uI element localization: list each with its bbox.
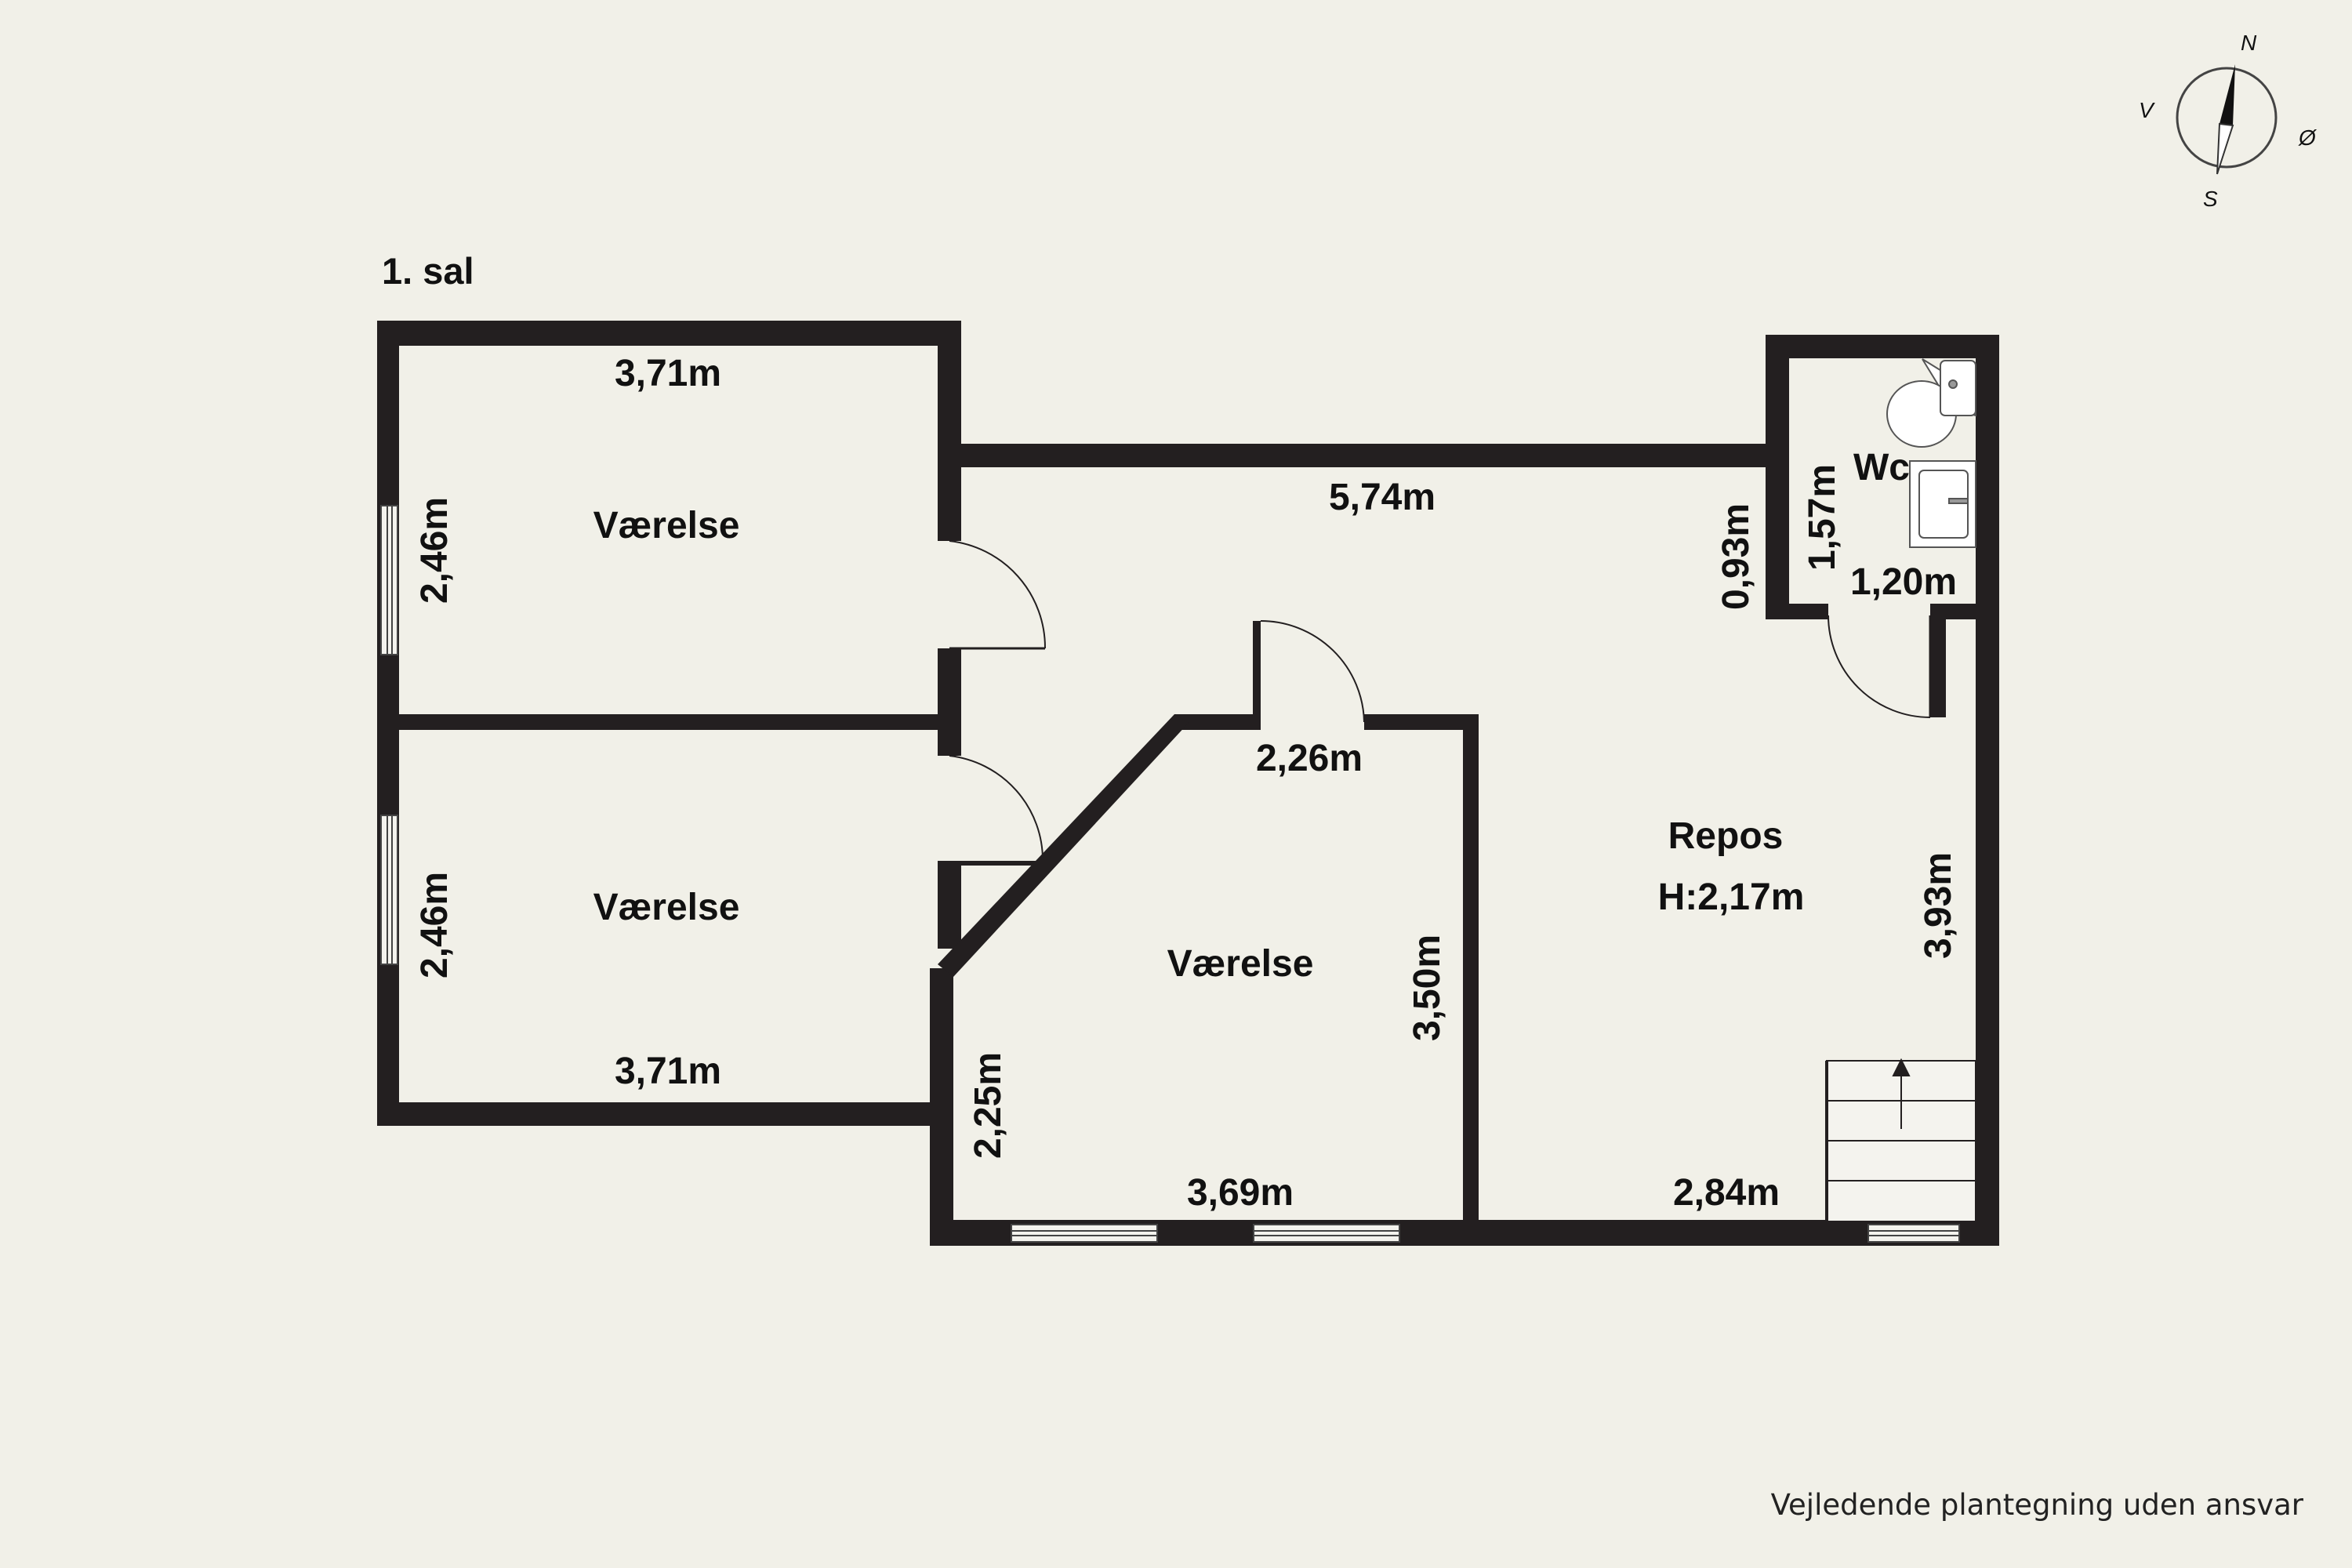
top-bedroom-height: 2,46m — [414, 497, 456, 604]
wall-top-left-wing — [377, 321, 961, 346]
wall-left-wing-right-lower — [938, 861, 961, 949]
stairs — [1825, 1058, 1976, 1222]
doors — [949, 540, 1932, 862]
door-arc-top-bedroom — [949, 540, 1047, 649]
wc-width: 1,20m — [1850, 561, 1957, 603]
wall-middle-bedroom-door-jamb — [1253, 621, 1261, 730]
compass-needle-north — [2220, 64, 2235, 125]
middle-bedroom-bottom-width: 3,69m — [1187, 1172, 1294, 1214]
landing-right-height: 3,93m — [1918, 852, 1959, 959]
wall-between-bedrooms — [377, 714, 961, 730]
compass: N S Ø V — [2139, 31, 2318, 211]
bottom-bedroom-width: 3,71m — [615, 1051, 721, 1092]
window-landing — [1867, 1224, 1960, 1243]
top-bedroom-width: 3,71m — [615, 353, 721, 394]
disclaimer: Vejledende plantegning uden ansvar — [1770, 1488, 2303, 1522]
landing-left-upper-height: 0,93m — [1715, 503, 1757, 610]
sink-icon — [1909, 460, 1976, 548]
floor-label: 1. sal — [382, 250, 474, 292]
middle-bedroom-left-height: 2,25m — [967, 1052, 1009, 1159]
bottom-bedroom-name: Værelse — [593, 887, 740, 928]
landing-ceiling-height: H:2,17m — [1658, 877, 1805, 918]
toilet-icon — [1886, 358, 1976, 448]
wall-middle-bedroom-diagonal — [938, 714, 1189, 977]
wall-wc-bottom-right — [1930, 604, 1999, 619]
window-bottom-bedroom — [380, 815, 398, 965]
wall-corridor-top — [938, 444, 1778, 467]
window-middle-bedroom-left — [1011, 1224, 1158, 1243]
middle-bedroom-right-height: 3,50m — [1406, 935, 1448, 1041]
wall-wc-top — [1766, 335, 1999, 358]
wc-height: 1,57m — [1802, 464, 1843, 571]
wall-closet-top — [953, 861, 1041, 866]
windows — [380, 505, 1960, 1243]
compass-south: S — [2203, 187, 2218, 211]
landing-name: Repos — [1668, 815, 1784, 857]
wall-middle-bedroom-right — [1463, 714, 1479, 1232]
bottom-bedroom-height: 2,46m — [414, 872, 456, 978]
wall-wc-left — [1766, 335, 1789, 616]
wc-name: Wc — [1853, 447, 1910, 488]
landing-top-width: 5,74m — [1329, 477, 1436, 518]
compass-north: N — [2241, 31, 2257, 55]
door-arc-bottom-bedroom — [949, 755, 1044, 862]
compass-west: V — [2139, 98, 2155, 122]
window-top-bedroom — [380, 505, 398, 655]
wall-middle-bedroom-top-left — [1174, 714, 1261, 730]
wall-middle-bedroom-top-right — [1364, 714, 1479, 730]
compass-needle-south — [2216, 122, 2234, 175]
wall-left-wing-right-mid — [938, 648, 961, 756]
window-middle-bedroom-right — [1253, 1224, 1400, 1243]
compass-ring — [2176, 67, 2278, 169]
wall-wc-door-jamb — [1930, 604, 1946, 717]
door-arc-wc — [1828, 615, 1931, 718]
wall-bottom-left-wing — [377, 1102, 938, 1126]
door-arc-middle-bedroom — [1260, 620, 1365, 723]
wall-right-outer — [1976, 335, 1999, 1246]
wall-middle-bedroom-left — [930, 968, 953, 1246]
walls — [377, 321, 1999, 1246]
middle-bedroom-top-width: 2,26m — [1256, 738, 1363, 779]
wall-left-wing-right-upper — [938, 321, 961, 541]
wall-wc-bottom-left — [1766, 604, 1828, 619]
middle-bedroom-name: Værelse — [1167, 943, 1314, 985]
top-bedroom-name: Værelse — [593, 505, 740, 546]
landing-bottom-width: 2,84m — [1673, 1172, 1780, 1214]
compass-east: Ø — [2298, 125, 2318, 150]
